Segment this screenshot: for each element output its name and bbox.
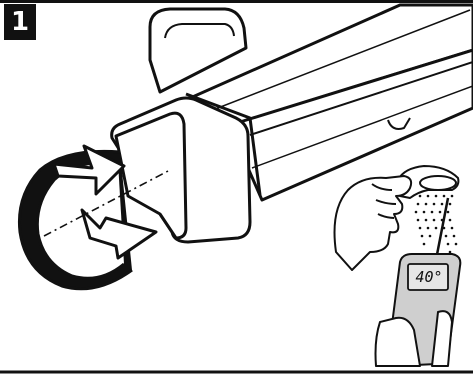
hand [335,176,412,270]
thermometer-reading: 40° [412,266,446,288]
step-number-badge: 1 [4,4,36,40]
shower-head-face [420,176,456,190]
water-spray [415,195,458,254]
mixer-body [112,5,473,242]
